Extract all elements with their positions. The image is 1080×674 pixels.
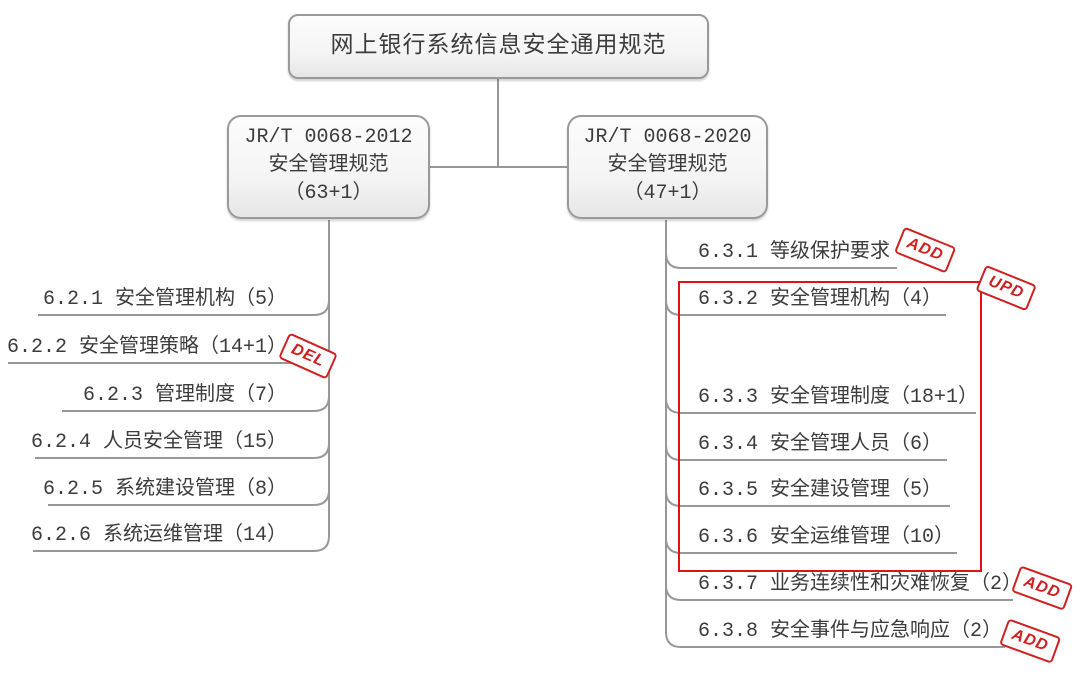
node-6-2-3: 6.2.3 管理制度（7） — [82, 384, 287, 407]
node-6-3-4: 6.3.4 安全管理人员（6） — [698, 433, 943, 456]
right-standard-code: JR/T 0068-2020 — [583, 126, 752, 149]
node-6-2-6: 6.2.6 系统运维管理（14） — [30, 524, 287, 547]
node-6-3-1: 6.3.1 等级保护要求 — [698, 241, 891, 264]
left-standard-name: 安全管理规范 — [268, 154, 389, 177]
right-trunk-line — [665, 220, 1005, 648]
left-trunk-line — [33, 220, 330, 552]
node-6-2-1: 6.2.1 安全管理机构（5） — [42, 288, 287, 311]
node-6-2-4: 6.2.4 人员安全管理（15） — [30, 431, 287, 454]
right-standard-node: JR/T 0068-2020 安全管理规范 （47+1） — [567, 115, 768, 219]
right-branch-lines — [665, 252, 1013, 601]
root-connector-line — [430, 79, 567, 168]
right-standard-name: 安全管理规范 — [607, 154, 728, 177]
node-6-3-6: 6.3.6 安全运维管理（10） — [698, 526, 955, 549]
left-standard-count: （63+1） — [284, 182, 373, 205]
root-node: 网上银行系统信息安全通用规范 — [288, 14, 709, 79]
left-standard-code: JR/T 0068-2012 — [244, 126, 413, 149]
right-standard-count: （47+1） — [623, 182, 712, 205]
node-6-2-5: 6.2.5 系统建设管理（8） — [42, 478, 287, 501]
highlight-rect-updated-group — [678, 281, 982, 572]
node-6-3-5: 6.3.5 安全建设管理（5） — [698, 479, 943, 502]
node-6-2-2: 6.2.2 安全管理策略（14+1） — [6, 336, 287, 359]
node-6-3-7: 6.3.7 业务连续性和灾难恢复（2） — [698, 573, 1023, 596]
node-6-3-8: 6.3.8 安全事件与应急响应（2） — [698, 620, 1003, 643]
node-6-3-3: 6.3.3 安全管理制度（18+1） — [698, 386, 979, 409]
node-6-3-2: 6.3.2 安全管理机构（4） — [698, 288, 943, 311]
left-standard-node: JR/T 0068-2012 安全管理规范 （63+1） — [227, 115, 430, 219]
